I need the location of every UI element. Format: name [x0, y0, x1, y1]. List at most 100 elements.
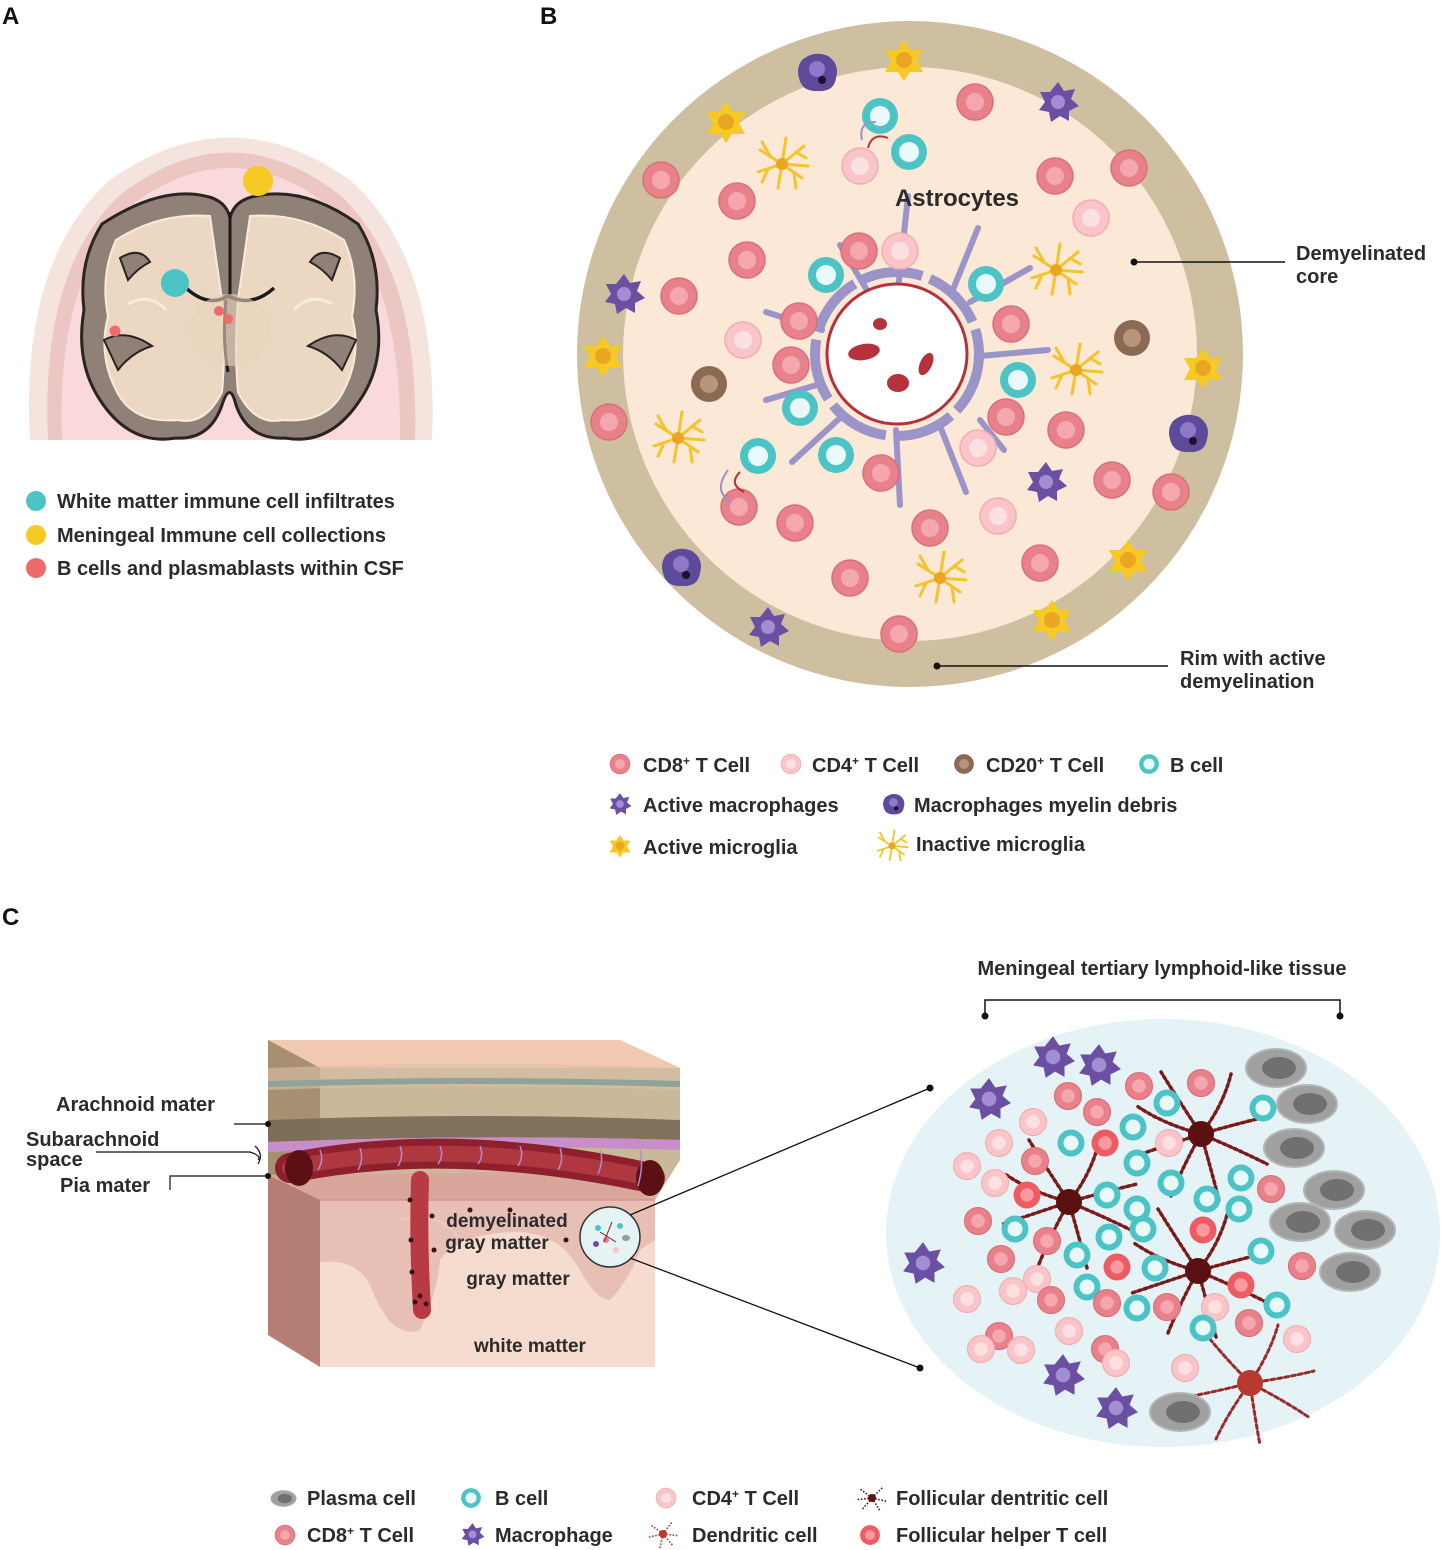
legend-label: Follicular dentritic cell [896, 1488, 1108, 1510]
panel-a-letter: A [2, 3, 19, 30]
legend-label: Active macrophages [643, 795, 839, 817]
cd20-t-cell-icon [954, 754, 974, 774]
follicular-helper-t-cell [1091, 1129, 1119, 1157]
cd8-t-cell [1021, 544, 1059, 582]
cd4-t-cell [1072, 199, 1110, 237]
legend-dot [26, 491, 46, 511]
lymphoid-tissue-bracket [984, 999, 1341, 1016]
cd4-t-cell [1006, 1335, 1036, 1365]
follicular-dendritic-cell-icon [856, 1486, 888, 1512]
legend-label: CD8+ T Cell [307, 1524, 414, 1547]
demyelinated-gray-matter-label: gray matter [445, 1233, 549, 1254]
cd8-t-cell [772, 346, 810, 384]
cd8-t-cell [1186, 1068, 1216, 1098]
legend-dot [26, 525, 46, 545]
macrophage-myelin-debris-cell [798, 53, 837, 92]
legend-label: CD4+ T Cell [692, 1487, 799, 1510]
panel-a-legend: White matter immune cell infiltrates Men… [26, 491, 404, 580]
macrophage-myelin-debris-cell [662, 548, 701, 587]
cd4-t-cell [1018, 1107, 1048, 1137]
cd8-t-cell [956, 83, 994, 121]
legend-label: B cells and plasmablasts within CSF [57, 558, 404, 580]
white-matter-label: white matter [473, 1336, 587, 1357]
legend-label: B cell [495, 1488, 548, 1510]
cd8-t-cell [1152, 1292, 1182, 1322]
cd8-t-cell-icon [609, 753, 631, 775]
plasma-cell [1149, 1392, 1211, 1432]
cd8-t-cell [1032, 1226, 1062, 1256]
coronal-brain-section [29, 137, 433, 441]
cd8-t-cell [718, 182, 756, 220]
csf-b-cell-dot [109, 325, 121, 337]
lesion-diagram: Astrocytes Demyelinated core Rim with ac… [577, 21, 1426, 693]
plasma-cell [1245, 1048, 1307, 1088]
cd8-t-cell [1053, 1081, 1083, 1111]
cd4-t-cell [724, 321, 762, 359]
csf-b-cell-dot [214, 306, 224, 316]
b-cell [1263, 1291, 1291, 1319]
b-cell [1153, 1089, 1181, 1117]
cd8-t-cell [1124, 1071, 1154, 1101]
cd4-t-cell [1154, 1128, 1184, 1158]
white-matter-infiltrate-dot [161, 269, 189, 297]
cd8-t-cell [1036, 157, 1074, 195]
cd4-t-cell [1170, 1353, 1200, 1383]
b-cell [862, 98, 898, 134]
b-cell [1141, 1254, 1169, 1282]
b-cell [1063, 1241, 1091, 1269]
penetrating-blood-vessel [410, 1171, 431, 1319]
dendritic-cell-icon [647, 1520, 679, 1550]
cd8-t-cell-icon [274, 1524, 296, 1546]
legend-label: CD20+ T Cell [986, 754, 1104, 777]
cd4-t-cell-icon [780, 753, 802, 775]
legend-label: White matter immune cell infiltrates [57, 491, 395, 513]
lymphoid-tissue-title: Meningeal tertiary lymphoid-like tissue [978, 958, 1347, 980]
gray-matter-label: gray matter [466, 1269, 570, 1290]
b-cell [808, 257, 844, 293]
legend-label: CD4+ T Cell [812, 754, 919, 777]
b-cell [968, 266, 1004, 302]
pia-mater-label: Pia mater [60, 1175, 150, 1197]
b-cell [1157, 1169, 1185, 1197]
b-cell [740, 438, 776, 474]
legend-label: Meningeal Immune cell collections [57, 525, 386, 547]
demyelinated-core-label: Demyelinated [1296, 243, 1426, 265]
b-cell [1225, 1195, 1253, 1223]
b-cell [1057, 1129, 1085, 1157]
astrocytes-label: Astrocytes [895, 185, 1019, 212]
plasma-cell [1263, 1128, 1325, 1168]
b-cell-icon [461, 1488, 481, 1508]
b-cell [1095, 1223, 1123, 1251]
plasma-cell [1276, 1084, 1338, 1124]
b-cell [1123, 1149, 1151, 1177]
perivascular-cells [407, 1197, 569, 1307]
cd4-t-cell [966, 1334, 996, 1364]
inset-mini-cells [593, 1221, 630, 1253]
active-microglia-icon [609, 835, 631, 858]
b-cell [1249, 1094, 1277, 1122]
b-cell [1119, 1113, 1147, 1141]
follicular-helper-t-cell [1013, 1181, 1041, 1209]
cd8-t-cell [992, 305, 1030, 343]
b-cell [891, 134, 927, 170]
legend-label: Plasma cell [307, 1488, 416, 1510]
macrophage-myelin-debris-cell [1169, 414, 1208, 453]
cd4-t-cell [998, 1276, 1028, 1306]
b-cell [1000, 362, 1036, 398]
b-cell [1129, 1215, 1157, 1243]
cd8-t-cell [776, 504, 814, 542]
cd8-t-cell [590, 403, 628, 441]
panel-b-legend: CD8+ T Cell CD4+ T Cell CD20+ T Cell B c… [609, 753, 1223, 862]
cd8-t-cell [728, 241, 766, 279]
legend-label: Active microglia [643, 837, 798, 859]
legend-dot [26, 558, 46, 578]
macrophage-icon [461, 1523, 485, 1546]
follicular-helper-t-cell [1103, 1253, 1131, 1281]
cd4-t-cell [984, 1128, 1014, 1158]
plasma-cell [1303, 1170, 1365, 1210]
cd8-t-cell [1256, 1174, 1286, 1204]
legend-label: B cell [1170, 755, 1223, 777]
cd8-t-cell [986, 1244, 1016, 1274]
inactive-microglia-icon [876, 829, 909, 862]
panel-b-letter: B [540, 3, 557, 30]
